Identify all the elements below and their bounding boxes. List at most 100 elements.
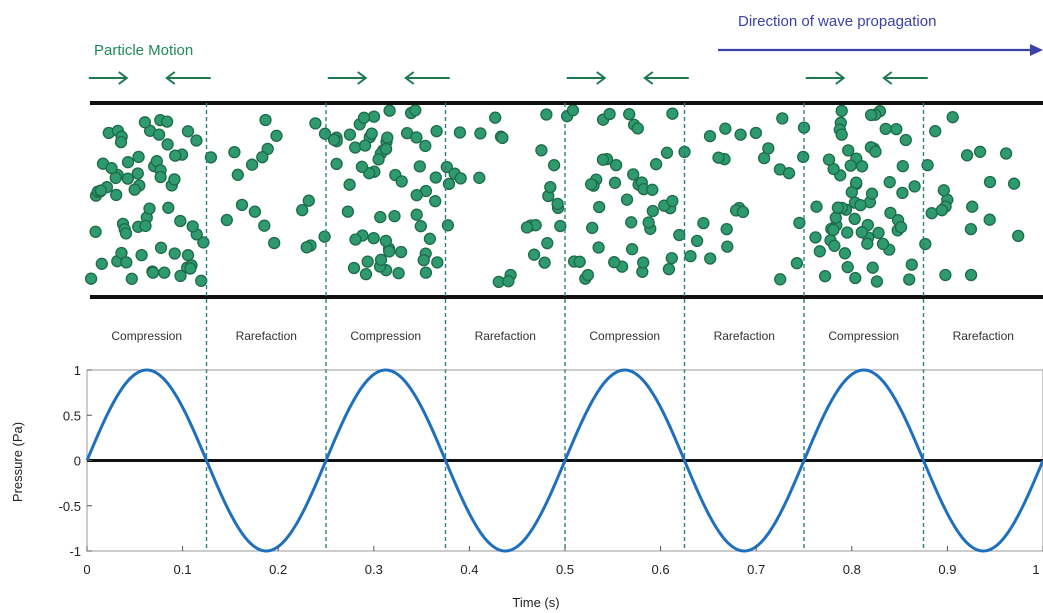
particle: [861, 237, 874, 250]
particle: [905, 258, 918, 271]
particle: [381, 131, 394, 144]
particle: [383, 245, 396, 258]
particle: [793, 216, 806, 230]
particle: [551, 197, 564, 211]
particle: [429, 171, 442, 184]
particle: [417, 254, 430, 267]
particle: [228, 145, 241, 159]
particle: [359, 267, 373, 281]
particle: [850, 176, 863, 189]
particle: [204, 151, 218, 164]
particle: [414, 220, 427, 233]
particle: [960, 149, 974, 162]
particle: [120, 256, 133, 269]
particle: [790, 257, 804, 270]
particle: [174, 214, 187, 228]
x-tick-label: 0.9: [938, 562, 956, 577]
x-axis-title: Time (s): [512, 595, 559, 610]
particle: [162, 201, 175, 214]
particle: [831, 201, 845, 214]
particle: [999, 147, 1013, 160]
particle: [374, 253, 388, 266]
particle: [454, 172, 467, 185]
particle: [854, 198, 867, 212]
particle: [143, 202, 156, 215]
phase-boundaries: [205, 103, 925, 551]
particle: [119, 227, 133, 240]
region-label: Rarefaction: [475, 329, 536, 343]
particle: [925, 207, 938, 220]
particle: [835, 104, 848, 118]
particle: [135, 248, 148, 262]
particle: [864, 108, 878, 122]
particle: [935, 204, 949, 217]
particle: [520, 221, 534, 234]
x-tick-label: 0.2: [269, 562, 287, 577]
particle: [842, 144, 855, 157]
particle: [259, 113, 272, 127]
particle: [383, 104, 396, 117]
particle: [128, 183, 141, 196]
particle: [410, 188, 423, 202]
particle: [872, 226, 885, 240]
particle: [603, 107, 616, 121]
pressure-wave-series: [85, 368, 1043, 553]
particle: [703, 129, 717, 143]
particle: [879, 122, 892, 136]
particle: [256, 151, 269, 164]
particle: [374, 210, 387, 224]
particle: [347, 261, 361, 275]
particle: [774, 273, 787, 286]
particle: [361, 255, 374, 268]
particle: [341, 205, 355, 218]
particle: [367, 231, 380, 245]
particle: [946, 111, 959, 124]
particle: [131, 167, 144, 180]
particle-motion-arrows: [88, 71, 928, 85]
particle: [544, 180, 557, 194]
particle: [327, 133, 341, 146]
particle: [983, 175, 997, 189]
particle: [502, 275, 515, 288]
particle: [318, 127, 332, 140]
motion-arrow-right: [327, 71, 368, 85]
particle: [608, 176, 622, 189]
x-tick-label: 0.8: [843, 562, 861, 577]
y-axis-ticks: -1-0.500.51: [59, 363, 92, 559]
particle: [409, 104, 422, 117]
particle: [540, 108, 553, 121]
particle: [662, 262, 676, 276]
particle: [245, 158, 259, 171]
particle: [666, 194, 679, 208]
particle: [1007, 177, 1021, 190]
particle: [623, 107, 636, 121]
particle: [186, 220, 199, 233]
particle: [1012, 229, 1025, 243]
particle: [440, 160, 453, 174]
particle: [181, 249, 195, 262]
particle: [593, 200, 606, 214]
particle: [586, 221, 599, 235]
x-tick-label: 0.1: [174, 562, 192, 577]
particle: [865, 187, 879, 200]
particle: [596, 153, 610, 166]
particle: [749, 126, 763, 140]
particle: [939, 268, 952, 282]
particle: [849, 271, 862, 285]
particle-motion-label: Particle Motion: [94, 42, 193, 59]
particle: [818, 270, 832, 283]
particle: [665, 251, 678, 265]
region-label: Rarefaction: [714, 329, 775, 343]
particle: [697, 216, 710, 230]
particle: [782, 167, 796, 180]
particle: [908, 180, 921, 193]
particle: [573, 255, 586, 268]
particle: [620, 193, 634, 206]
particle: [394, 245, 408, 259]
particle: [419, 139, 432, 153]
particle: [138, 116, 152, 129]
particle: [637, 256, 650, 269]
particle: [883, 176, 896, 189]
particle: [365, 127, 378, 140]
y-tick-label: 0.5: [63, 408, 81, 423]
